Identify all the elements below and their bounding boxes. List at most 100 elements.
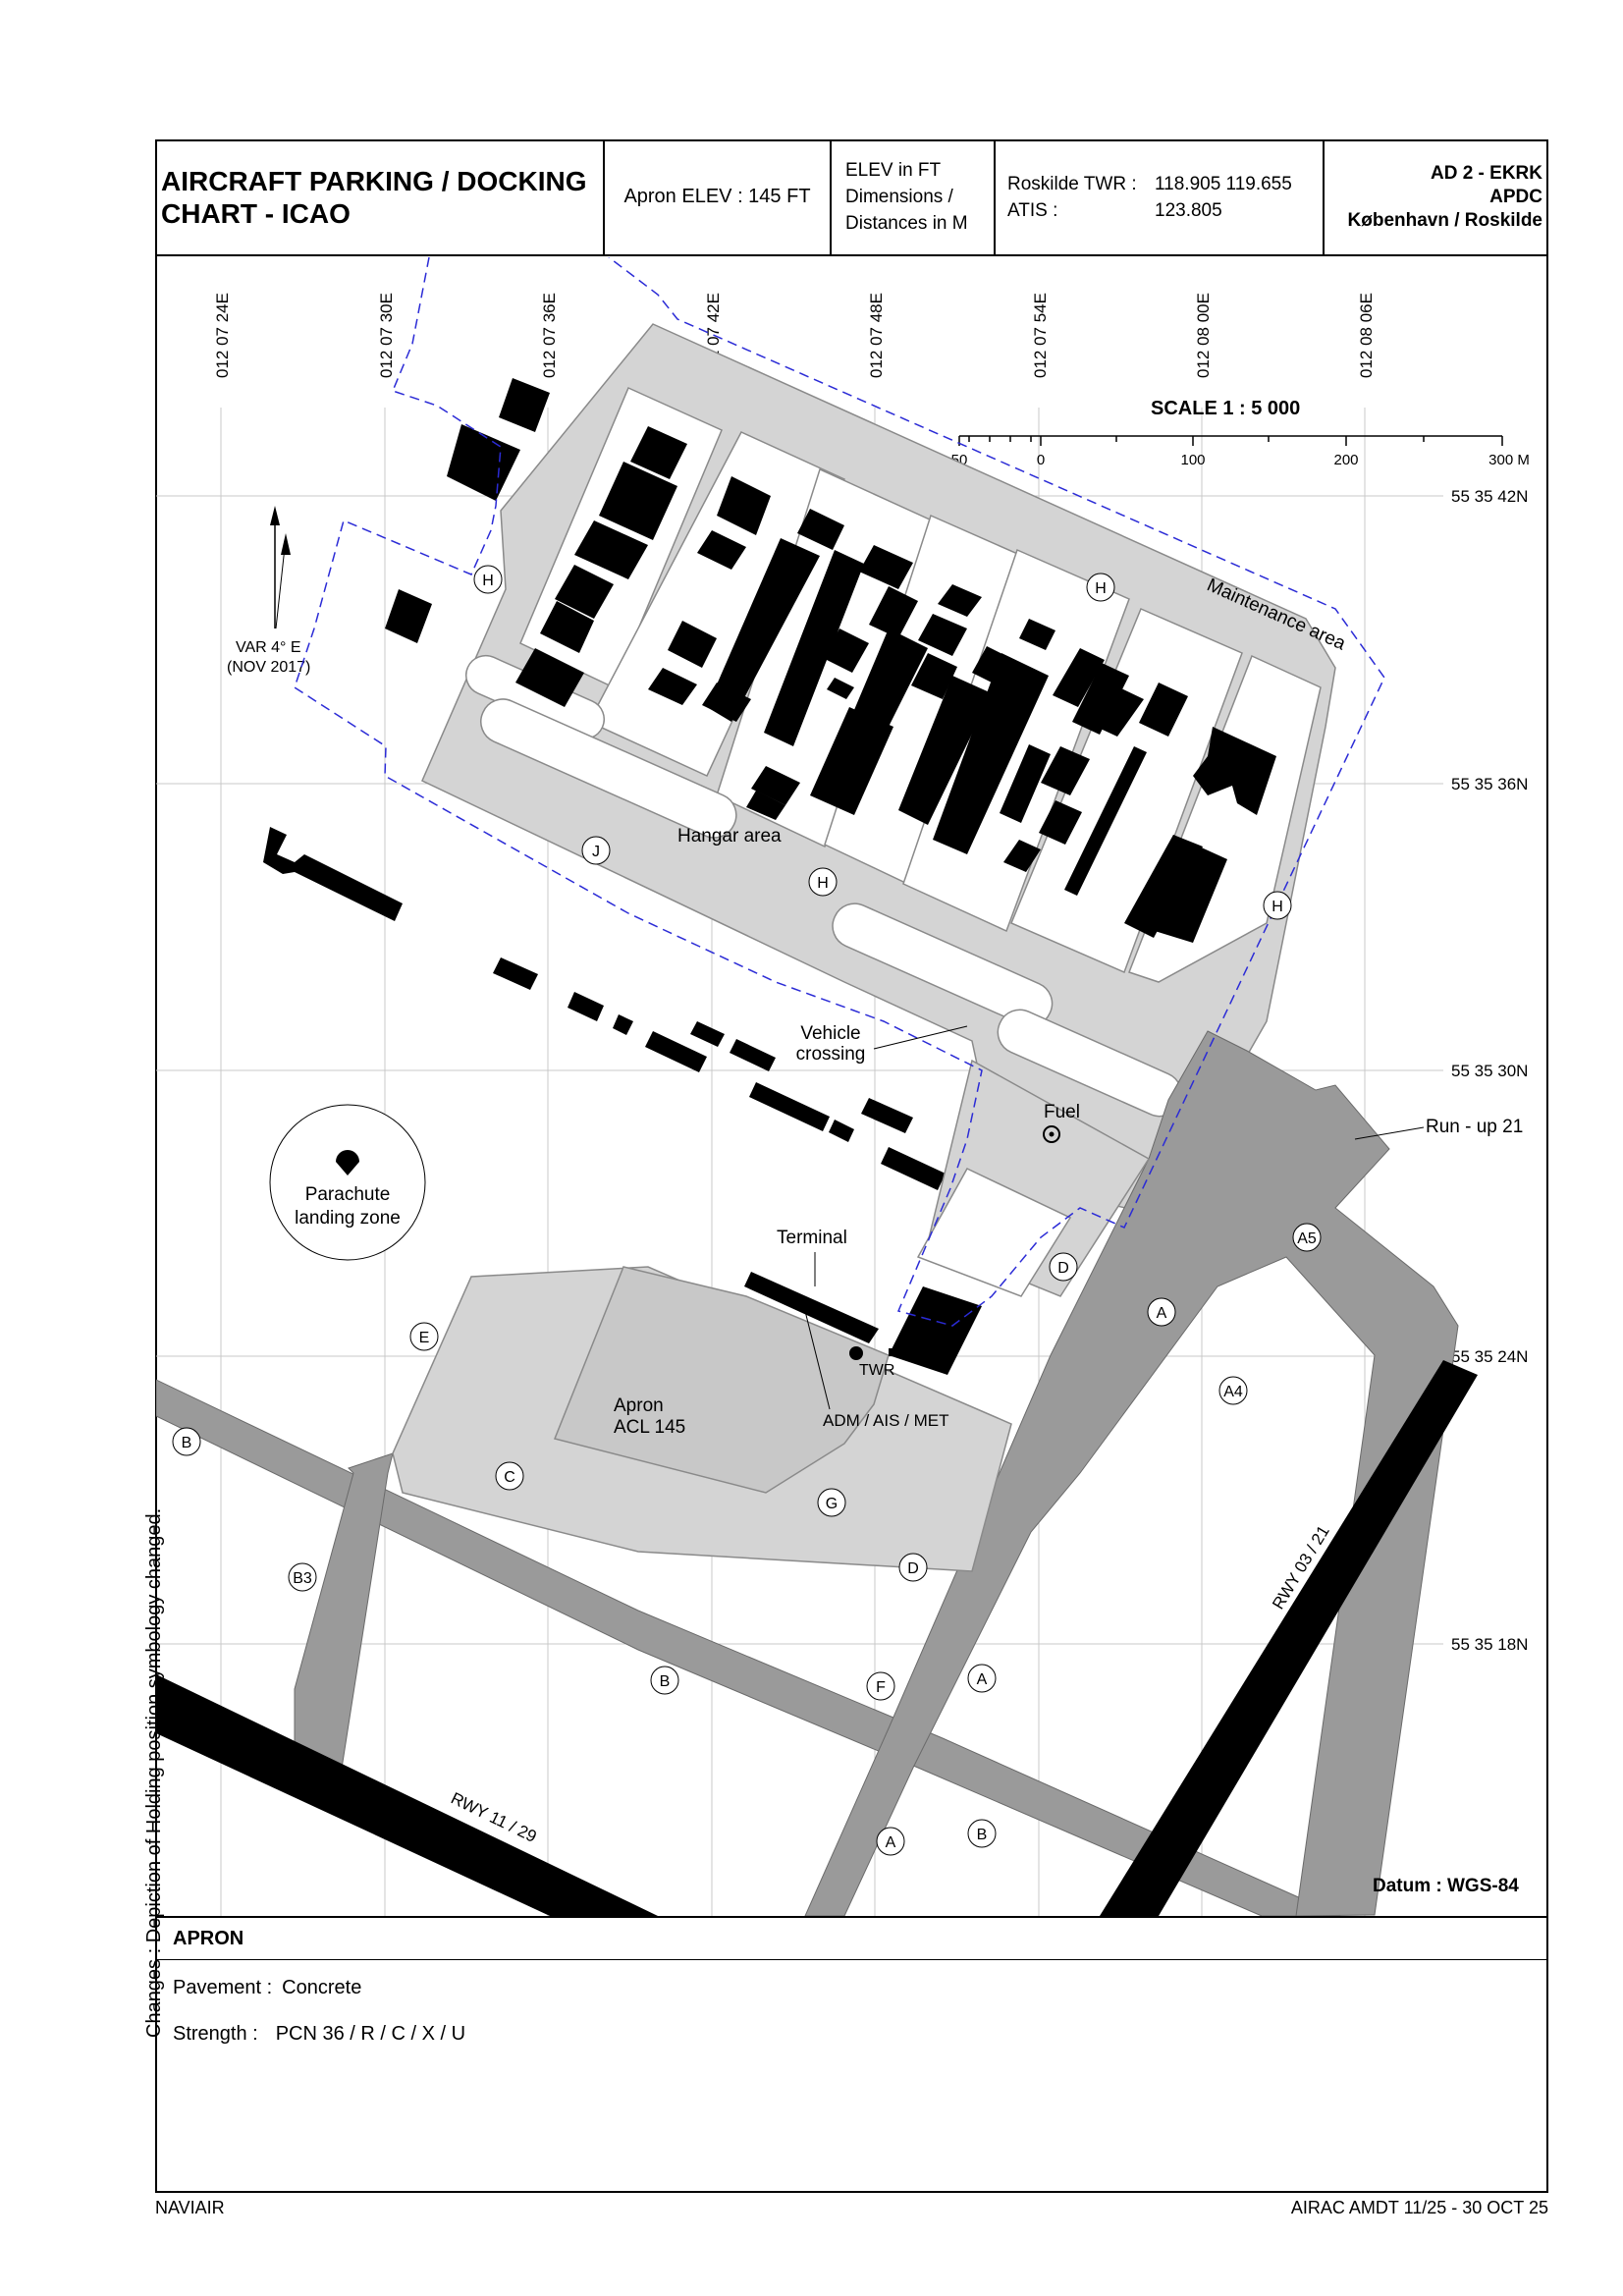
- taxiway-label: H: [1271, 899, 1283, 915]
- vehicle-crossing-label-line1: Vehicle: [800, 1023, 860, 1044]
- latitude-label: 55 35 24N: [1451, 1347, 1528, 1366]
- changes-note: Changes : Depiction of Holding position …: [143, 1507, 165, 2038]
- main-apron: [392, 1059, 1151, 1572]
- twr-label: Roskilde TWR :: [1007, 173, 1137, 194]
- scale-tick-label: 0: [1037, 452, 1045, 468]
- taxiway-label: A: [886, 1834, 896, 1851]
- apron-info: APRON Pavement : Concrete Strength : PCN…: [155, 1916, 1548, 2193]
- taxiway-label: H: [1095, 580, 1107, 597]
- twr-label-map: TWR: [859, 1362, 894, 1379]
- longitude-label: 012 08 06E: [1357, 293, 1376, 378]
- latitude-label: 55 35 18N: [1451, 1635, 1528, 1654]
- atis-frequency: 123.805: [1155, 199, 1222, 221]
- taxiway-label: A: [1157, 1305, 1167, 1322]
- north-arrow-icon: VAR 4° E (NOV 2017): [227, 506, 310, 676]
- runway-11-29: [156, 1674, 658, 1916]
- chart-location: København / Roskilde: [1347, 209, 1542, 231]
- chart-id: AD 2 - EKRK: [1430, 162, 1542, 184]
- fuel-label: Fuel: [1044, 1102, 1080, 1122]
- taxiway-label: B: [660, 1673, 671, 1690]
- fuel-icon: [1043, 1125, 1060, 1143]
- apron-label-line1: Apron: [614, 1395, 664, 1416]
- twr-frequency-row: Roskilde TWR : 118.905 119.655: [1007, 171, 1323, 197]
- aerodrome-map: 012 07 24E 012 07 30E 012 07 36E 012 07 …: [156, 257, 1546, 1916]
- scale-tick-label: 100: [1180, 452, 1205, 468]
- scale-bar: SCALE 1 : 5 000 50 0 100 200 300 M: [951, 398, 1530, 468]
- strength-label: Strength :: [173, 2023, 258, 2045]
- publisher: NAVIAIR: [155, 2198, 225, 2217]
- runup-label: Run - up 21: [1426, 1117, 1523, 1137]
- taxiway-label: F: [876, 1679, 886, 1696]
- longitude-label: 012 07 36E: [540, 293, 559, 378]
- units-line3: Distances in M: [845, 213, 968, 234]
- chart-type: APDC: [1489, 186, 1542, 207]
- datum-label: Datum : WGS-84: [1373, 1876, 1519, 1896]
- chart-identifier: AD 2 - EKRK APDC København / Roskilde: [1325, 139, 1548, 254]
- atis-label: ATIS :: [1007, 199, 1058, 221]
- chart-title: AIRCRAFT PARKING / DOCKING CHART - ICAO: [155, 139, 605, 254]
- runway-03-21: [1100, 1360, 1478, 1916]
- taxiway-label: B: [977, 1827, 988, 1843]
- latitude-label: 55 35 36N: [1451, 775, 1528, 793]
- taxiway-designators: H H H H J D D A A5 A4 E C G B B3 B F A A…: [172, 565, 1322, 1856]
- longitude-label: 012 07 24E: [213, 293, 232, 378]
- parachute-label-line2: landing zone: [295, 1208, 401, 1229]
- variation-line1: VAR 4° E: [236, 639, 301, 656]
- latitude-label: 55 35 30N: [1451, 1062, 1528, 1080]
- taxiway-label: C: [504, 1469, 515, 1486]
- parachute-landing-zone: Parachute landing zone: [269, 1104, 426, 1261]
- scale-tick-label: 300 M: [1488, 452, 1530, 468]
- apron-buildings: [263, 827, 1020, 1228]
- taxiway-label: H: [482, 573, 494, 589]
- twr-frequency: 118.905 119.655: [1155, 173, 1292, 194]
- pavement-label: Pavement :: [173, 1977, 273, 1998]
- parachute-icon: [336, 1150, 359, 1175]
- variation-line2: (NOV 2017): [227, 659, 310, 676]
- terminal-label: Terminal: [777, 1228, 847, 1248]
- taxiway-label: G: [826, 1496, 838, 1512]
- taxiway-label: A: [977, 1671, 988, 1688]
- pavement-row: Pavement : Concrete: [173, 1977, 361, 1999]
- units-line2: Dimensions /: [845, 187, 953, 207]
- units-note: ELEV in FT Dimensions / Distances in M: [832, 139, 996, 254]
- hangar-buildings: [385, 378, 1276, 943]
- apron-title: APRON: [173, 1928, 244, 1949]
- units-line1: ELEV in FT: [845, 160, 942, 181]
- map-svg: 012 07 24E 012 07 30E 012 07 36E 012 07 …: [156, 257, 1530, 1916]
- taxiway-label: A5: [1297, 1230, 1317, 1247]
- chart-frame: [155, 139, 1548, 2193]
- chart-header: AIRCRAFT PARKING / DOCKING CHART - ICAO …: [155, 139, 1548, 256]
- hangar-area-label: Hangar area: [677, 826, 782, 847]
- latitude-label: 55 35 42N: [1451, 487, 1528, 506]
- longitude-labels: 012 07 24E 012 07 30E 012 07 36E 012 07 …: [213, 293, 1376, 378]
- longitude-label: 012 08 00E: [1194, 293, 1213, 378]
- taxiway-label: A4: [1223, 1384, 1243, 1400]
- chart-title-line2: CHART - ICAO: [161, 197, 351, 229]
- taxiway-label: H: [817, 875, 829, 892]
- frequencies: Roskilde TWR : 118.905 119.655 ATIS : 12…: [996, 139, 1325, 254]
- longitude-label: 012 07 54E: [1031, 293, 1050, 378]
- chart-title-line1: AIRCRAFT PARKING / DOCKING: [161, 165, 587, 196]
- apron-elevation: Apron ELEV : 145 FT: [605, 139, 832, 254]
- scale-title: SCALE 1 : 5 000: [1151, 398, 1300, 419]
- taxiway-label: D: [907, 1560, 919, 1577]
- vehicle-crossing-label-line2: crossing: [796, 1044, 866, 1065]
- apron-label-line2: ACL 145: [614, 1417, 685, 1438]
- strength-value: PCN 36 / R / C / X / U: [275, 2023, 466, 2045]
- parachute-label-line1: Parachute: [305, 1184, 391, 1205]
- apron-divider: [155, 1959, 1548, 1960]
- atis-frequency-row: ATIS : 123.805: [1007, 197, 1323, 224]
- airac-amendment: AIRAC AMDT 11/25 - 30 OCT 25: [1290, 2198, 1548, 2217]
- maintenance-area-boundary: [294, 257, 1385, 1327]
- hangar-apron: [385, 323, 1336, 1229]
- adm-label: ADM / AIS / MET: [823, 1411, 948, 1430]
- apron-elevation-text: Apron ELEV : 145 FT: [623, 186, 811, 207]
- longitude-label: 012 07 30E: [377, 293, 396, 378]
- scale-tick-label: 200: [1333, 452, 1358, 468]
- taxiway-label: B3: [293, 1570, 312, 1587]
- latitude-labels: 55 35 42N 55 35 36N 55 35 30N 55 35 24N …: [1451, 487, 1528, 1654]
- strength-row: Strength : PCN 36 / R / C / X / U: [173, 2023, 465, 2046]
- taxiway-label: J: [592, 844, 600, 860]
- pavement-value: Concrete: [282, 1977, 362, 1998]
- taxiway-label: B: [182, 1435, 192, 1451]
